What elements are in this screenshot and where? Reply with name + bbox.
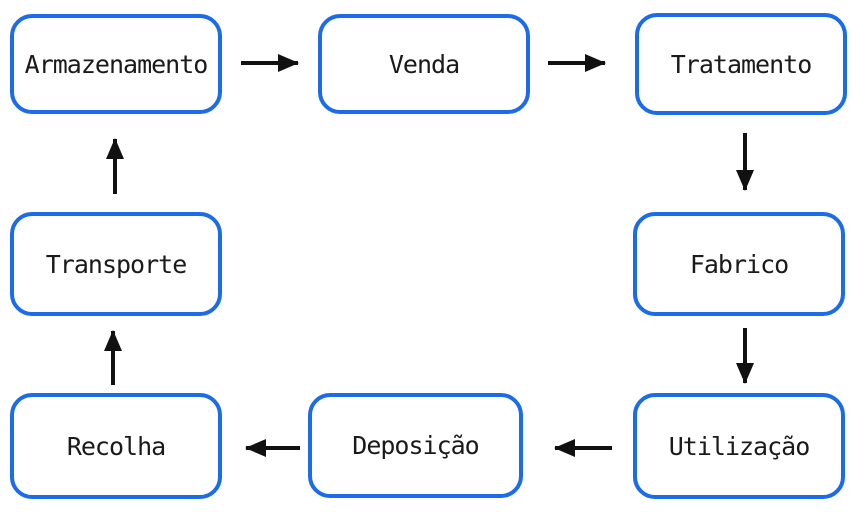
node-transporte-label: Transporte bbox=[45, 249, 188, 279]
node-tratamento-label: Tratamento bbox=[670, 49, 813, 79]
node-fabrico-label: Fabrico bbox=[689, 249, 789, 279]
node-recolha-label: Recolha bbox=[66, 431, 166, 461]
node-deposicao: Deposição bbox=[308, 393, 523, 498]
node-recolha: Recolha bbox=[10, 393, 222, 499]
node-utilizacao-label: Utilização bbox=[668, 431, 811, 461]
node-utilizacao: Utilização bbox=[633, 393, 845, 499]
node-deposicao-label: Deposição bbox=[352, 431, 479, 460]
node-armazenamento-label: Armazenamento bbox=[24, 49, 209, 79]
node-armazenamento: Armazenamento bbox=[10, 14, 222, 114]
node-venda-label: Venda bbox=[388, 49, 460, 79]
node-tratamento: Tratamento bbox=[635, 13, 847, 115]
node-venda: Venda bbox=[318, 14, 530, 114]
node-fabrico: Fabrico bbox=[633, 212, 845, 316]
node-transporte: Transporte bbox=[10, 212, 222, 316]
